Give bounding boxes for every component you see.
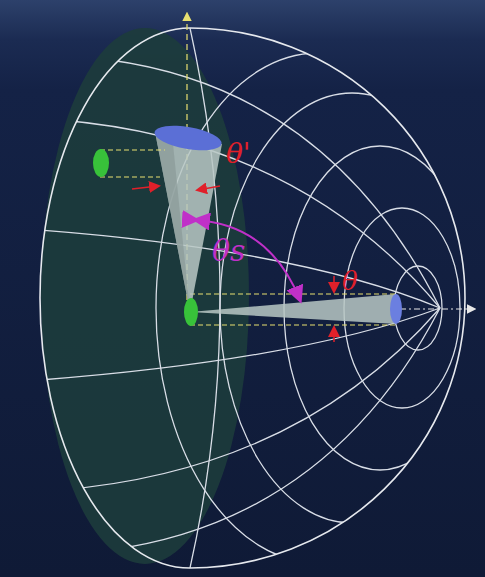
angle-label: θ' — [226, 140, 251, 168]
cone — [190, 294, 396, 324]
cone-end — [390, 294, 402, 324]
cone-end — [153, 121, 224, 154]
source-spot — [184, 298, 198, 326]
dashed-guide — [100, 150, 165, 151]
angle-arrow — [333, 276, 335, 291]
angle-arrow — [333, 328, 335, 342]
horizontal-axis — [400, 308, 474, 309]
sphere-grid — [40, 28, 484, 568]
dashed-guide — [190, 325, 396, 326]
cone-shade — [155, 132, 190, 312]
dashed-guide — [100, 177, 160, 178]
angle-arc-head — [196, 220, 205, 221]
dashed-guide — [190, 294, 396, 295]
angle-label: θs — [212, 236, 245, 266]
angle-arc — [196, 220, 300, 300]
angle-label: θ — [342, 268, 358, 294]
hemisphere-outline — [40, 28, 465, 568]
angle-arrow — [198, 186, 220, 190]
angle-arrow — [132, 186, 158, 189]
projection-spot — [93, 149, 109, 177]
